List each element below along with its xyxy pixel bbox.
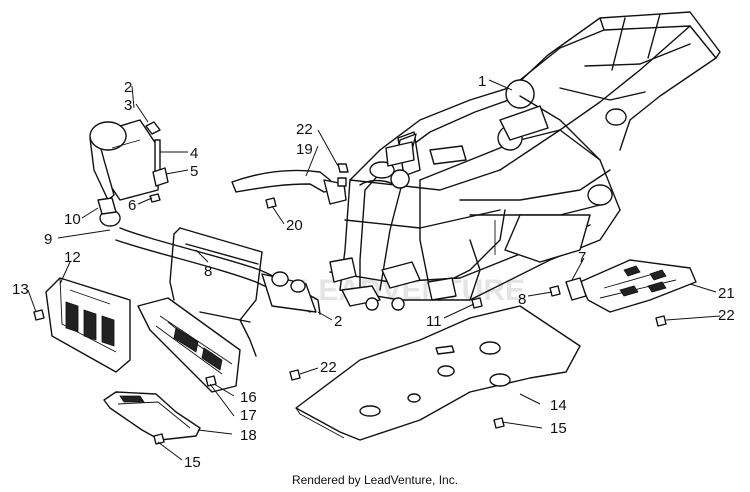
front-bumper [33, 197, 321, 445]
callout-8-footrest: 8 [518, 291, 526, 308]
callout-13: 13 [12, 281, 29, 298]
callout-15-skid: 15 [184, 454, 201, 471]
callout-15-pan: 15 [550, 420, 567, 437]
belly-pan [295, 305, 581, 441]
callout-10: 10 [64, 211, 81, 228]
leader-lines [27, 79, 721, 461]
callout-19: 19 [296, 141, 313, 158]
callout-11: 11 [426, 313, 442, 330]
callout-22-footrest: 22 [718, 307, 735, 324]
callout-9: 9 [44, 231, 52, 248]
callout-22-bumper: 22 [320, 359, 337, 376]
callout-16: 16 [240, 389, 257, 406]
callout-labels: 1 2 3 4 5 6 7 8 8 9 10 11 12 13 14 15 15… [12, 73, 735, 471]
callout-3: 3 [124, 97, 132, 114]
callout-20: 20 [286, 217, 303, 234]
callout-2-headlight: 2 [124, 79, 132, 96]
headlight-assembly [89, 119, 169, 203]
callout-5: 5 [190, 163, 198, 180]
callout-1: 1 [478, 73, 486, 90]
main-frame [329, 11, 721, 311]
callout-22-bracket: 22 [296, 121, 313, 138]
callout-14: 14 [550, 397, 567, 414]
footrest [471, 259, 697, 327]
callout-18: 18 [240, 427, 257, 444]
callout-7: 7 [578, 249, 586, 266]
callout-2-bumper: 2 [334, 313, 342, 330]
callout-17: 17 [240, 407, 257, 424]
callout-6: 6 [128, 197, 136, 214]
callout-12: 12 [64, 249, 81, 266]
callout-21: 21 [718, 285, 735, 302]
callout-4: 4 [190, 145, 198, 162]
front-bracket [231, 163, 349, 209]
render-credit: Rendered by LeadVenture, Inc. [291, 473, 459, 487]
callout-8-bumper: 8 [204, 263, 212, 280]
